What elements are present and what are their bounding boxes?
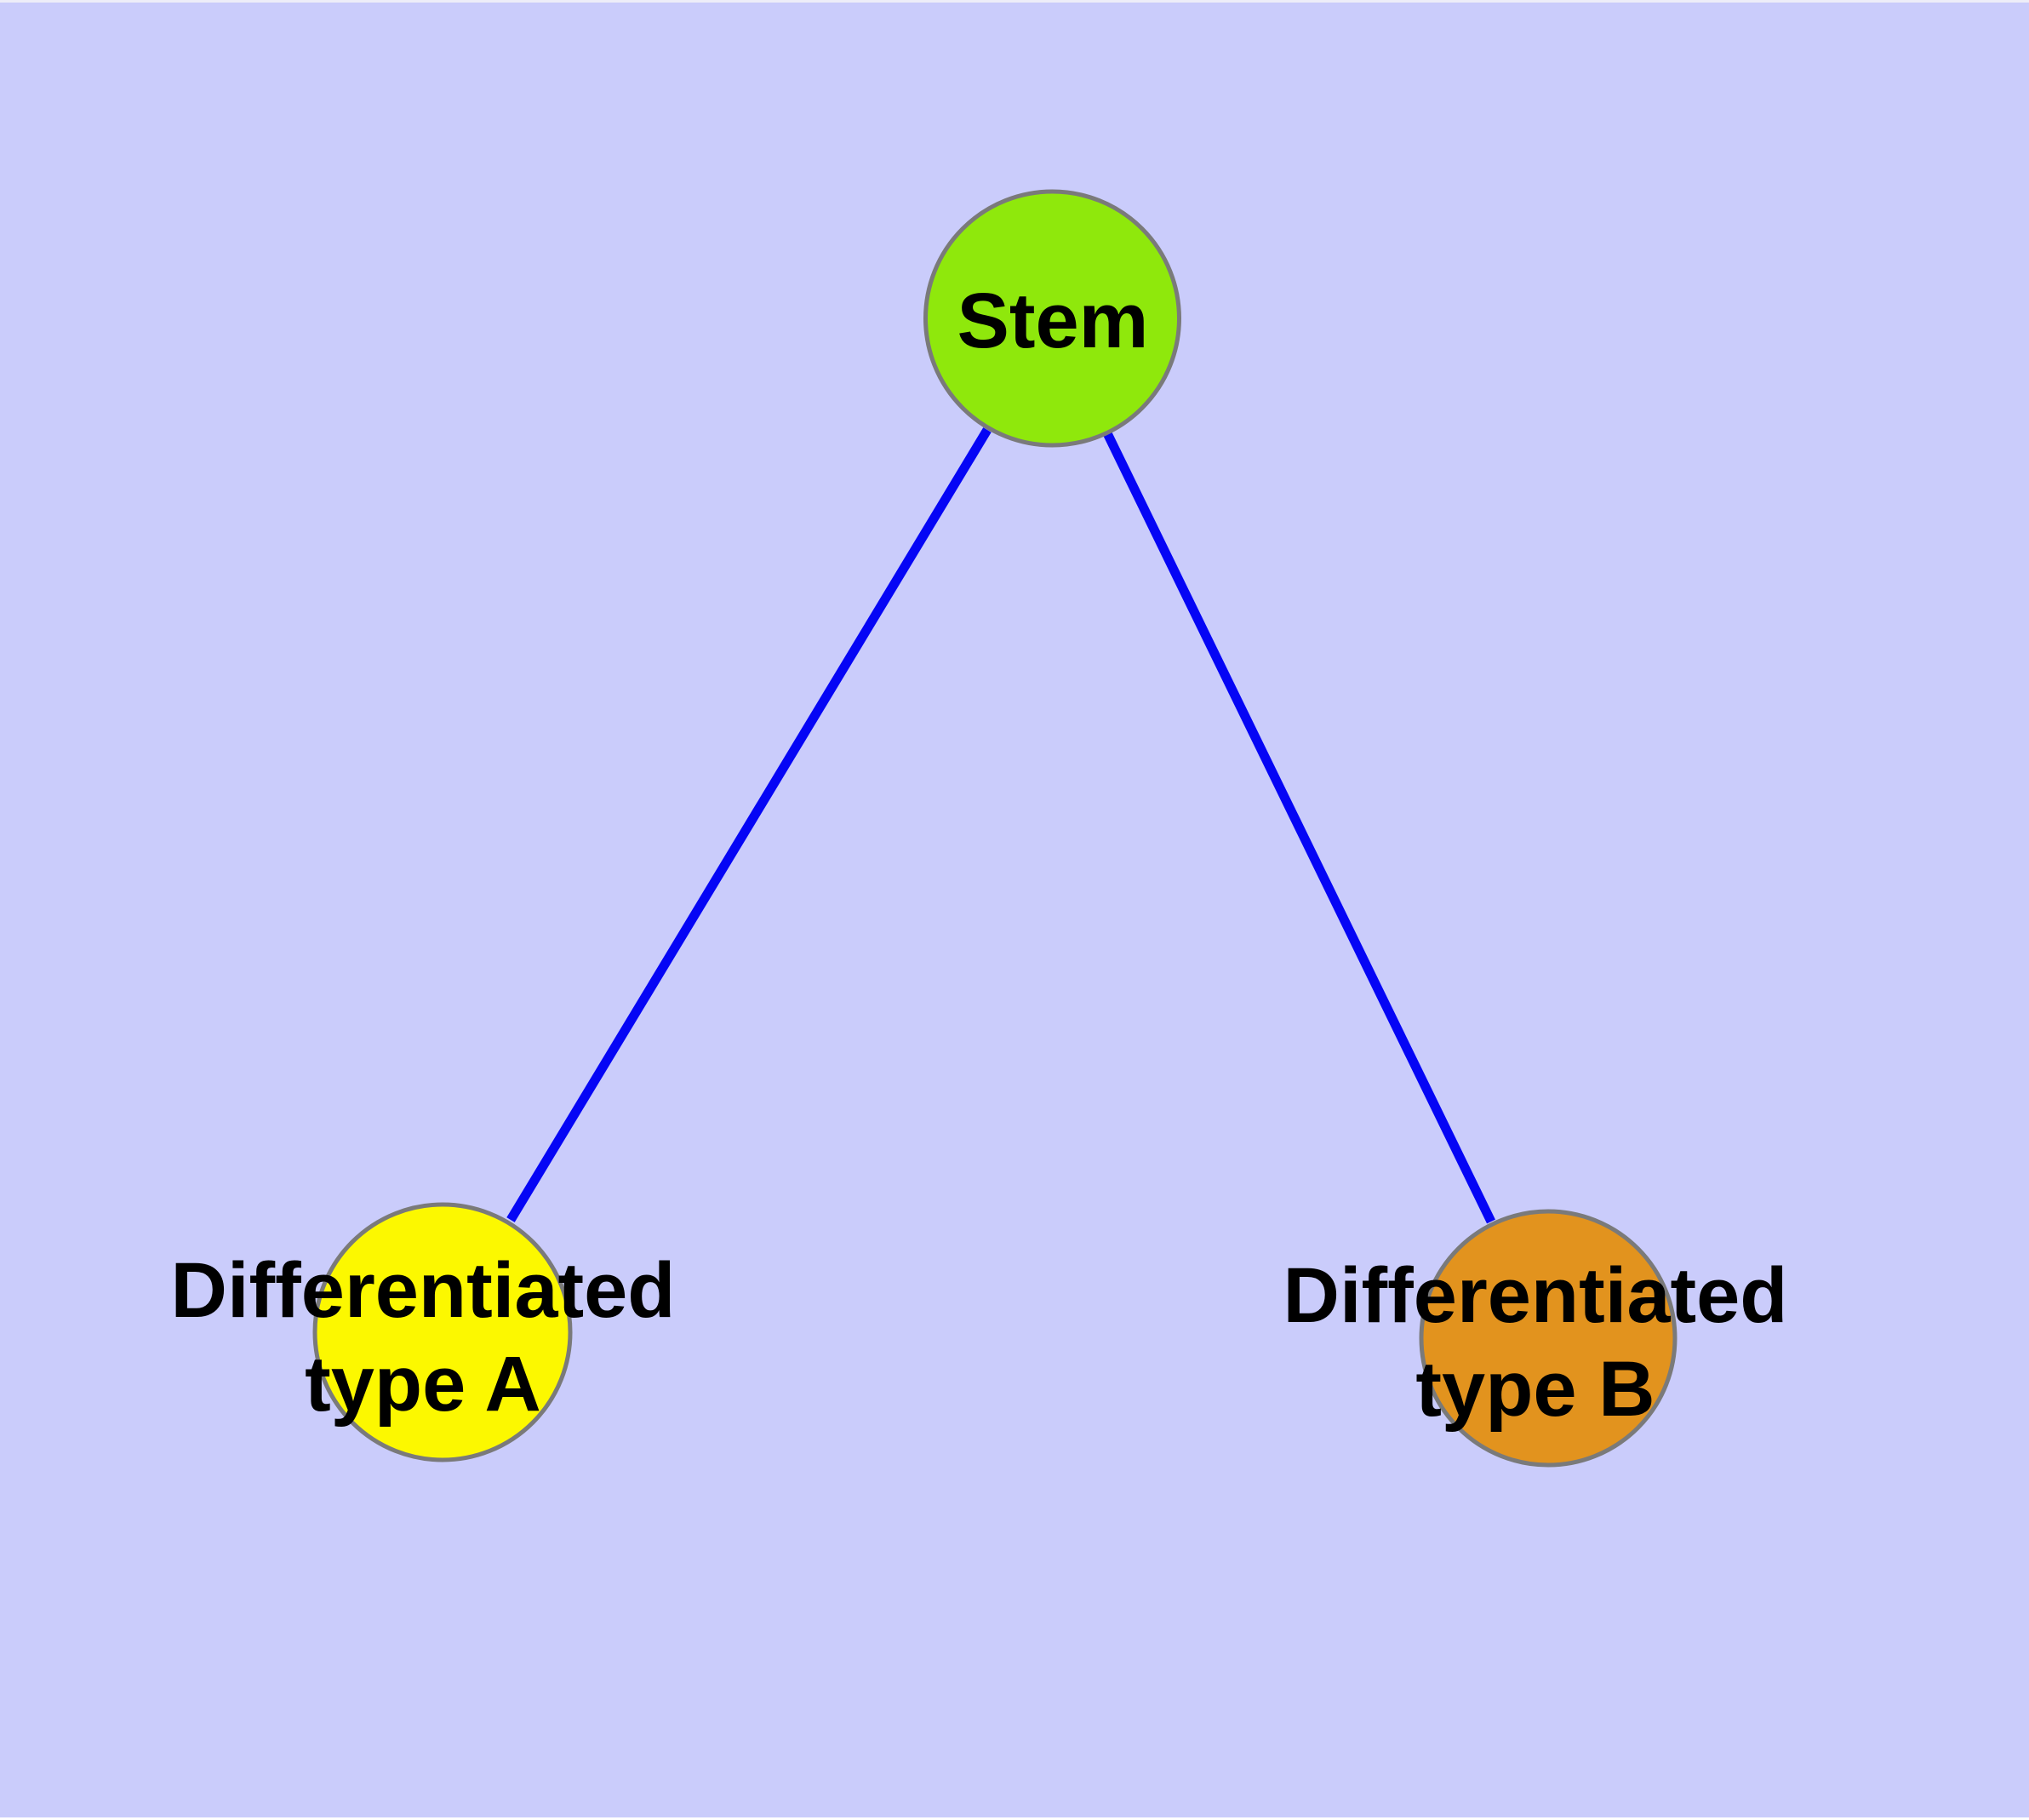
stem-node (923, 189, 1181, 448)
edge-stem-to-type-b (1103, 431, 1495, 1224)
top-edge-strip (0, 0, 2029, 3)
type-b-node-label-line2: type B (1415, 1346, 1655, 1433)
type-a-node-label-line1: Differentiated (171, 1247, 676, 1334)
bottom-edge-strip (0, 1817, 2029, 1820)
type-a-node (312, 1202, 573, 1462)
type-b-node (1419, 1209, 1677, 1468)
type-a-node-label-line2: type A (305, 1341, 541, 1428)
stem-node-label: Stem (957, 278, 1149, 364)
edge-stem-to-type-a (506, 427, 992, 1222)
type-b-node-label-line1: Differentiated (1283, 1252, 1788, 1339)
